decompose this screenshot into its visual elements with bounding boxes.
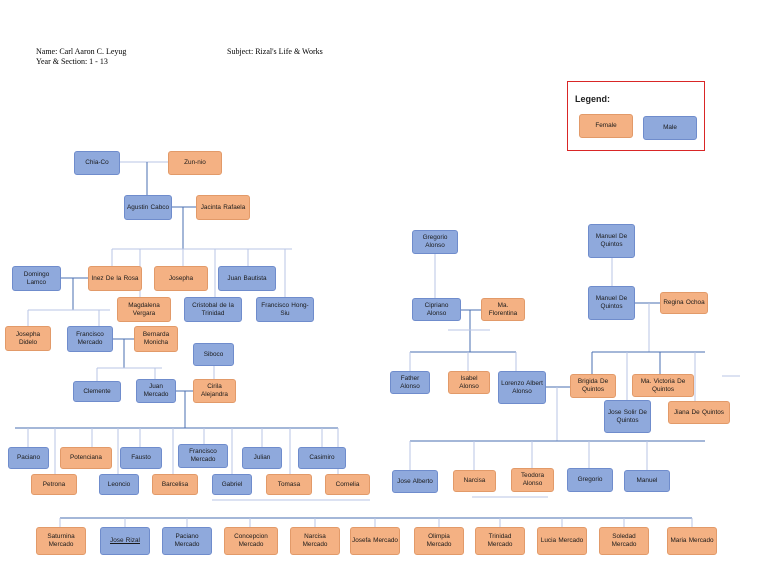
person-father-alonso: Father Alonso (390, 371, 430, 394)
person-siboco: Siboco (193, 343, 234, 366)
subject-label: Subject: Rizal's Life & Works (227, 47, 323, 56)
person-petrona: Petrona (31, 474, 77, 495)
person-fausto: Fausto (120, 447, 162, 469)
person-barcelisa: Barcelisa (152, 474, 198, 495)
person-zun-nio: Zun-nio (168, 151, 222, 175)
person-brigida-de-quintos: Brigida De Quintos (570, 374, 616, 398)
person-paciano-mercado: Paciano Mercado (162, 527, 212, 555)
person-leoncio: Leoncio (99, 474, 139, 495)
person-maria-mercado: Maria Mercado (667, 527, 717, 555)
person-cipriano-alonso: Cipriano Alonso (412, 298, 461, 321)
person-cirila-alejandra: Cirila Alejandra (193, 379, 236, 403)
person-paciano-elder: Paciano (8, 447, 49, 469)
person-domingo-lamco: Domingo Lamco (12, 266, 61, 291)
person-teodora-alonso: Teodora Alonso (511, 468, 554, 492)
legend-box: Legend: Female Male (567, 81, 705, 151)
year-section: Year & Section: 1 - 13 (36, 57, 108, 66)
person-inez-de-la-rosa: Inez De la Rosa (88, 266, 142, 291)
person-agustin-cabco: Agustin Cabco (124, 195, 172, 220)
person-narcisa-mercado: Narcisa Mercado (290, 527, 340, 555)
person-regina-ochoa: Regina Ochoa (660, 292, 708, 314)
person-clemente: Clemente (73, 381, 121, 402)
person-trinidad-mercado: Trinidad Mercado (475, 527, 525, 555)
legend-female-swatch: Female (579, 114, 633, 138)
person-ma-victoria-de-quintos: Ma. Victoria De Quintos (632, 374, 694, 397)
person-francisco-hong-siu: Francisco Hong-Siu (256, 297, 314, 322)
student-name: Name: Carl Aaron C. Leyug (36, 47, 127, 56)
person-manuel-de-quintos: Manuel De Quintos (588, 286, 635, 320)
person-saturnina-mercado: Saturnina Mercado (36, 527, 86, 555)
person-cornelia: Cornelia (325, 474, 370, 495)
person-ma-florentina: Ma. Florentina (481, 298, 525, 321)
person-narcisa: Narcisa (453, 470, 496, 492)
person-gabriel: Gabriel (212, 474, 252, 495)
person-lorenzo-albert-alonso: Lorenzo Albert Alonso (498, 371, 546, 404)
person-concepcion-mercado: Concepcion Mercado (224, 527, 278, 555)
legend-title: Legend: (575, 94, 610, 104)
person-magdalena-vergara: Magdalena Vergara (117, 297, 171, 322)
person-chia-co: Chia-Co (74, 151, 120, 175)
person-francisco-mercado-jr: Francisco Mercado (178, 444, 228, 468)
person-potenciana: Potenciana (60, 447, 112, 469)
person-jose-rizal: Jose Rizal (100, 527, 150, 555)
person-bernarda-monicha: Bernarda Monicha (134, 326, 178, 352)
person-josefa-mercado: Josefa Mercado (350, 527, 400, 555)
person-manuel: Manuel (624, 470, 670, 492)
legend-male-swatch: Male (643, 116, 697, 140)
person-lucia-mercado: Lucia Mercado (537, 527, 587, 555)
person-juan-bautista: Juan Bautista (218, 266, 276, 291)
person-casimiro: Casimiro (298, 447, 346, 469)
person-julian: Julian (242, 447, 282, 469)
person-gregorio-alonso: Gregorio Alonso (412, 230, 458, 254)
person-josepha: Josepha (154, 266, 208, 291)
person-francisco-mercado: Francisco Mercado (67, 326, 113, 352)
person-jose-solir-de-quintos: Jose Solir De Quintos (604, 400, 651, 433)
person-gregorio: Gregorio (567, 468, 613, 492)
person-josepha-didelo: Josepha Didelo (5, 326, 51, 351)
person-isabel-alonso: Isabel Alonso (448, 371, 490, 394)
student-info: Name: Carl Aaron C. Leyug Year & Section… (36, 47, 126, 67)
person-manuel-de-quintos-elder: Manuel De Quintos (588, 224, 635, 258)
person-juan-mercado: Juan Mercado (136, 379, 176, 403)
person-jacinta-rafaela: Jacinta Rafaela (196, 195, 250, 220)
person-cristobal-de-la-trinidad: Cristobal de la Trinidad (184, 297, 242, 322)
person-tomasa: Tomasa (266, 474, 312, 495)
person-soledad-mercado: Soledad Mercado (599, 527, 649, 555)
person-olimpia-mercado: Olimpia Mercado (414, 527, 464, 555)
person-jiana-de-quintos: Jiana De Quintos (668, 401, 730, 424)
person-jose-alberto: Jose Alberto (392, 470, 438, 493)
